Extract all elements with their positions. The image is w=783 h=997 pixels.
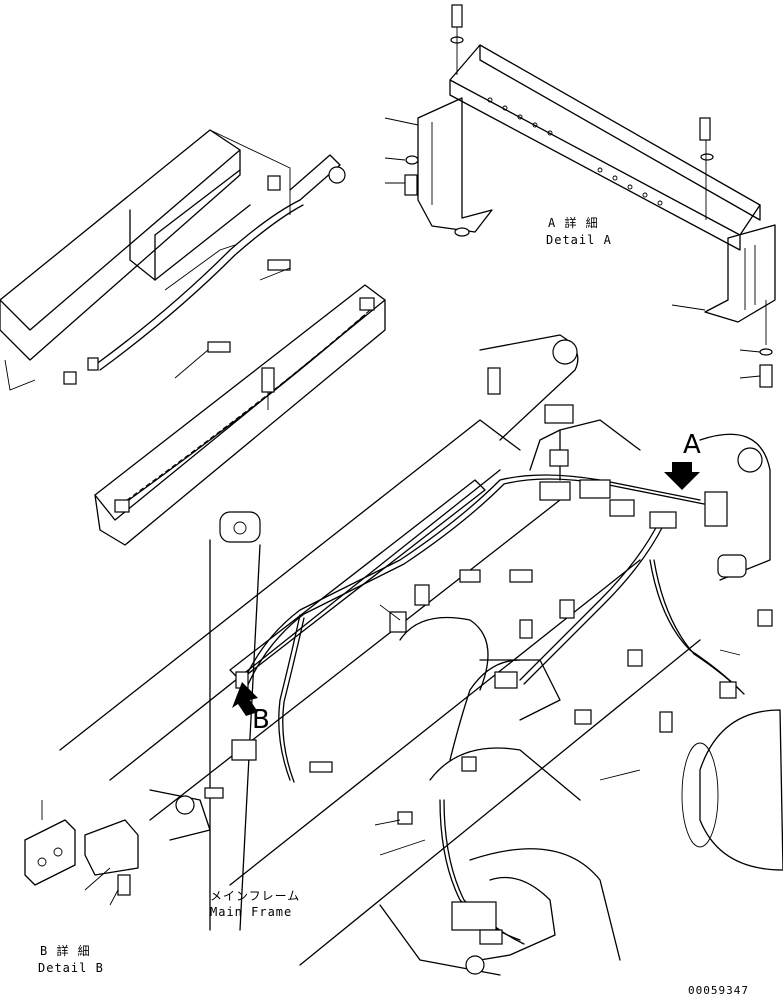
upper-frame-rail [0,129,346,391]
callout-a-label: A [683,430,701,460]
main-frame-body [59,334,783,976]
callout-b-label: B [252,705,270,735]
arrow-b [232,682,258,716]
detail-b-title-en: Detail B [38,961,104,975]
detail-a-title-en: Detail A [546,233,612,247]
wire-harness [204,367,773,975]
detail-a-bracket [417,44,776,323]
drawing-number: 00059347 [688,984,749,997]
detail-b-parts [24,800,139,906]
detail-b-title-jp: B 詳 細 [40,944,91,958]
part-leaders [374,604,741,856]
middle-frame-rail [94,284,386,546]
detail-a-title-jp: A 詳 細 [548,216,599,230]
main-frame-label-en: Main Frame [210,905,293,919]
detail-a-bolts [404,4,773,388]
detail-a-leaders [384,117,761,379]
main-frame-label-jp: メインフレーム [210,889,301,903]
arrow-a [664,462,700,490]
